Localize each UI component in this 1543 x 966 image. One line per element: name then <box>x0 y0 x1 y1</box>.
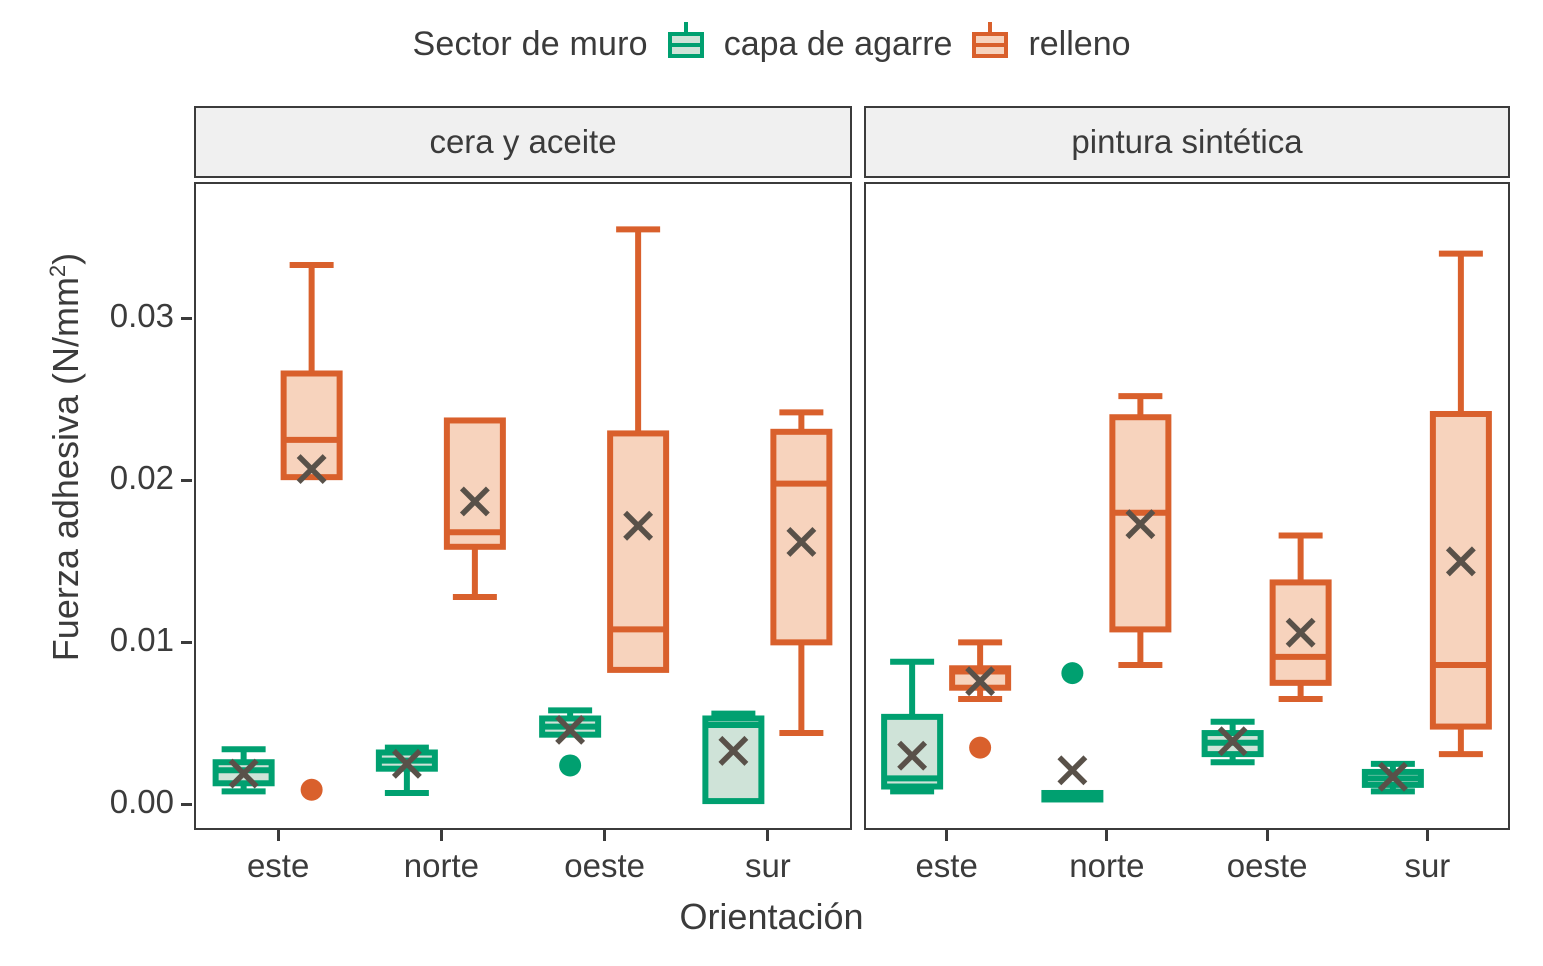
legend-key-capa-de-agarre <box>666 22 710 66</box>
facet-strip-pintura-sintetica: pintura sintética <box>864 106 1510 178</box>
mean-marker <box>459 486 490 517</box>
mean-marker <box>1125 509 1156 540</box>
mean-marker <box>786 526 817 557</box>
x-tick-label-oeste: oeste <box>564 847 645 884</box>
y-tick-label: 0.01 <box>109 620 174 658</box>
plot-panel-pintura-sintetica <box>864 182 1510 830</box>
boxplot-box <box>375 744 438 796</box>
x-tick-label-oeste: oeste <box>1226 847 1308 884</box>
y-tick-mark <box>181 317 192 321</box>
x-tick-mark <box>276 830 280 841</box>
y-tick-mark <box>181 641 192 645</box>
boxplot-box <box>702 710 765 805</box>
boxplot-box <box>881 658 944 795</box>
boxplot-box <box>949 639 1012 759</box>
legend-label-capa-de-agarre: capa de agarre <box>723 24 953 63</box>
mean-marker <box>623 510 654 541</box>
boxplot-box <box>1361 760 1424 795</box>
outlier-point <box>300 778 323 801</box>
boxplot-box <box>1041 662 1104 803</box>
legend: Sector de muro capa de agarre relleno <box>0 22 1543 66</box>
x-tick-label-este: este <box>915 847 978 884</box>
mean-marker <box>1377 761 1408 792</box>
facet-title-0: cera y aceite <box>429 123 617 160</box>
boxplot-box <box>1201 718 1264 766</box>
y-tick-mark <box>181 803 192 807</box>
y-tick-mark <box>181 479 192 483</box>
boxplot-box <box>607 226 670 673</box>
x-tick-mark <box>1425 830 1429 841</box>
x-tick-mark <box>439 830 443 841</box>
legend-item-capa-de-agarre: capa de agarre <box>666 22 953 66</box>
boxplot-box <box>539 707 602 777</box>
y-tick-label: 0.02 <box>109 458 174 496</box>
boxplot-box <box>770 409 833 737</box>
legend-item-relleno: relleno <box>970 22 1131 66</box>
outlier-point <box>969 736 992 759</box>
x-tick-mark <box>1265 830 1269 841</box>
y-axis-title: Fuerza adhesiva (N/mm2) <box>45 157 87 757</box>
x-tick-mark <box>766 830 770 841</box>
boxplot-box <box>212 746 275 795</box>
x-tick-mark <box>603 830 607 841</box>
outlier-point <box>1061 662 1084 685</box>
y-tick-label: 0.03 <box>109 296 174 334</box>
x-tick-mark <box>1105 830 1109 841</box>
boxplot-svg-0 <box>212 226 833 805</box>
x-tick-label-sur: sur <box>1404 847 1451 884</box>
mean-marker <box>965 666 996 697</box>
y-axis-title-main: Fuerza adhesiva (N/mm <box>45 277 86 662</box>
mean-marker <box>1217 726 1248 757</box>
mean-marker <box>1057 755 1088 786</box>
y-axis-title-exponent: 2 <box>45 264 70 278</box>
plot-panel-cera-y-aceite <box>194 182 852 830</box>
facet-title-1: pintura sintética <box>1071 123 1303 160</box>
legend-label-relleno: relleno <box>1028 24 1131 63</box>
x-axis-title: Orientación <box>679 896 864 937</box>
x-tick-label-norte: norte <box>403 847 479 884</box>
x-tick-mark <box>945 830 949 841</box>
mean-marker <box>228 758 259 789</box>
mean-marker <box>1285 617 1316 648</box>
facet-strip-cera-y-aceite: cera y aceite <box>194 106 852 178</box>
legend-title: Sector de muro <box>412 24 648 63</box>
x-tick-label-norte: norte <box>1069 847 1145 884</box>
mean-marker <box>555 714 586 745</box>
boxplot-box <box>1109 393 1172 669</box>
mean-marker <box>1445 546 1476 577</box>
boxplot-svg-1 <box>881 250 1492 803</box>
legend-key-relleno <box>970 22 1014 66</box>
boxplot-box <box>1429 250 1492 758</box>
outlier-point <box>559 754 582 777</box>
x-tick-label-este: este <box>246 847 310 884</box>
boxplot-box <box>1269 532 1332 703</box>
mean-marker <box>718 735 749 766</box>
boxplot-box <box>443 417 506 601</box>
mean-marker <box>897 740 928 771</box>
boxplot-box <box>280 261 343 801</box>
y-tick-label: 0.00 <box>109 782 174 820</box>
mean-marker <box>296 454 327 485</box>
y-axis-title-end: ) <box>45 252 86 265</box>
mean-marker <box>391 748 422 779</box>
x-tick-label-sur: sur <box>744 847 791 884</box>
